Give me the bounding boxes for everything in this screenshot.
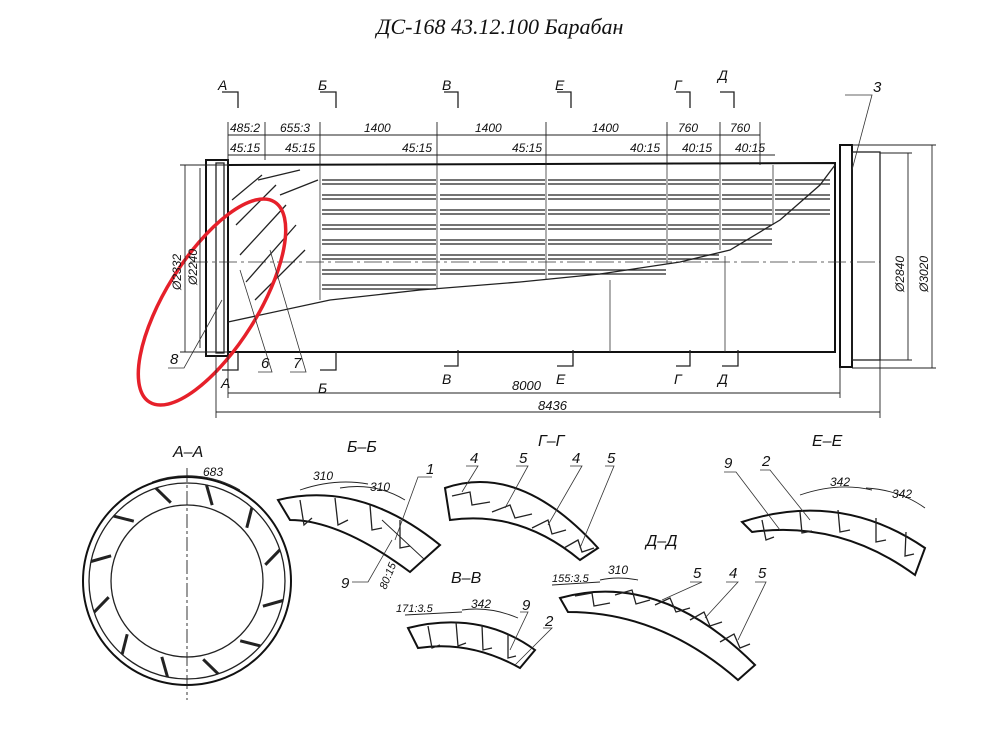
mark-top-d: Д: [716, 67, 728, 83]
right-diameters: Ø2840 Ø3020: [852, 144, 936, 369]
dim-45-d: 45:15: [512, 141, 542, 155]
section-dd-callout-5b: 5: [758, 565, 767, 582]
section-dd: Д–Д 155:3.5 310 5 4 5: [551, 533, 767, 682]
mark-bot-e: Е: [556, 371, 566, 387]
drawing-title: ДС-168 43.12.100 Барабан: [376, 14, 624, 39]
mark-top-a: А: [217, 77, 227, 93]
mark-bot-b: Б: [318, 380, 327, 396]
highlight-ellipse: [136, 197, 288, 407]
dim-45-a: 45:15: [230, 141, 260, 155]
section-dd-callout-4: 4: [729, 565, 737, 582]
section-gg-callout-5a: 5: [519, 450, 528, 467]
section-marks-bottom: А Б В Е Г Д: [220, 350, 739, 396]
section-gg-callout-4b: 4: [572, 450, 580, 467]
section-bb-dim-80: 80:15: [378, 560, 400, 591]
section-vv-callout-2: 2: [544, 613, 554, 630]
section-dd-callout-5a: 5: [693, 565, 702, 582]
dim-45-c: 45:15: [402, 141, 432, 155]
section-dd-title: Д–Д: [644, 533, 677, 550]
dim-d2332: Ø2332: [170, 254, 184, 291]
dim-760-b: 760: [730, 121, 750, 135]
dim-655: 655:3: [280, 121, 310, 135]
section-bb-title: Б–Б: [347, 439, 377, 456]
callout-3: 3: [873, 79, 882, 96]
section-gg-callout-5b: 5: [607, 450, 616, 467]
bottom-dimensions: 8000 8436: [215, 352, 881, 418]
section-marks-top: А Б В Е Г Д: [217, 67, 735, 108]
section-ee-dim-342-b: 342: [892, 487, 912, 501]
section-bb: Б–Б 310 310 80:15 1 9: [276, 439, 442, 592]
mark-bot-g: Г: [674, 371, 683, 387]
section-bb-dim-310-b: 310: [370, 480, 390, 494]
section-dd-dim-310: 310: [608, 563, 628, 577]
dim-40-b: 40:15: [682, 141, 712, 155]
top-dimensions: 485:2 655:3 1400 1400 1400 760 760 45:15…: [227, 121, 775, 165]
section-bb-callout-9: 9: [341, 575, 350, 592]
mark-bot-v: В: [442, 371, 451, 387]
section-aa-dim-683: 683: [203, 465, 223, 479]
dim-8000: 8000: [512, 378, 542, 393]
section-aa-ribs: [90, 484, 284, 678]
dim-40-c: 40:15: [735, 141, 765, 155]
dim-485: 485:2: [230, 121, 260, 135]
dim-d2240: Ø2240: [186, 249, 200, 286]
lifting-shelves: [322, 179, 830, 290]
section-vv-title: В–В: [451, 570, 482, 587]
left-diameters: Ø2332 Ø2240: [170, 164, 228, 353]
dim-8436: 8436: [538, 398, 568, 413]
section-ee-dim-342-a: 342: [830, 475, 850, 489]
mark-bot-d: Д: [716, 371, 728, 387]
dim-760-a: 760: [678, 121, 698, 135]
section-gg-title: Г–Г: [538, 433, 566, 450]
callout-8: 8: [170, 351, 179, 368]
drum-elevation: [190, 144, 881, 368]
section-aa: А–А 683: [82, 444, 292, 700]
callout-6: 6: [261, 355, 270, 372]
section-ee-title: Е–Е: [812, 433, 843, 450]
section-vv-dim-171: 171:3.5: [396, 603, 434, 615]
mark-top-e: Е: [555, 77, 565, 93]
mark-bot-a: А: [220, 375, 230, 391]
mark-top-b: Б: [318, 77, 327, 93]
section-gg: Г–Г 4 5 4 5: [443, 433, 616, 562]
section-ee-callout-9: 9: [724, 455, 733, 472]
section-vv-dim-342: 342: [471, 597, 491, 611]
section-vv-callout-9: 9: [522, 597, 531, 614]
dim-1400-a: 1400: [364, 121, 391, 135]
section-aa-title: А–А: [172, 444, 203, 461]
section-bb-dim-310-a: 310: [313, 469, 333, 483]
dim-1400-b: 1400: [475, 121, 502, 135]
mark-top-g: Г: [674, 77, 683, 93]
dim-d3020: Ø3020: [917, 256, 931, 293]
dim-1400-c: 1400: [592, 121, 619, 135]
section-bb-callout-1: 1: [426, 461, 434, 478]
section-gg-callout-4a: 4: [470, 450, 478, 467]
section-vv: В–В 171:3.5 342 9 2: [396, 570, 554, 670]
section-dd-dim-155: 155:3.5: [552, 573, 590, 585]
section-ee-callout-2: 2: [761, 453, 771, 470]
mark-top-v: В: [442, 77, 451, 93]
callout-7: 7: [293, 355, 302, 372]
main-callouts: 3 8 6 7: [168, 79, 882, 373]
dim-45-b: 45:15: [285, 141, 315, 155]
dim-d2840: Ø2840: [893, 256, 907, 293]
dim-40-a: 40:15: [630, 141, 660, 155]
section-ee: Е–Е 342 342 9 2: [724, 433, 927, 577]
